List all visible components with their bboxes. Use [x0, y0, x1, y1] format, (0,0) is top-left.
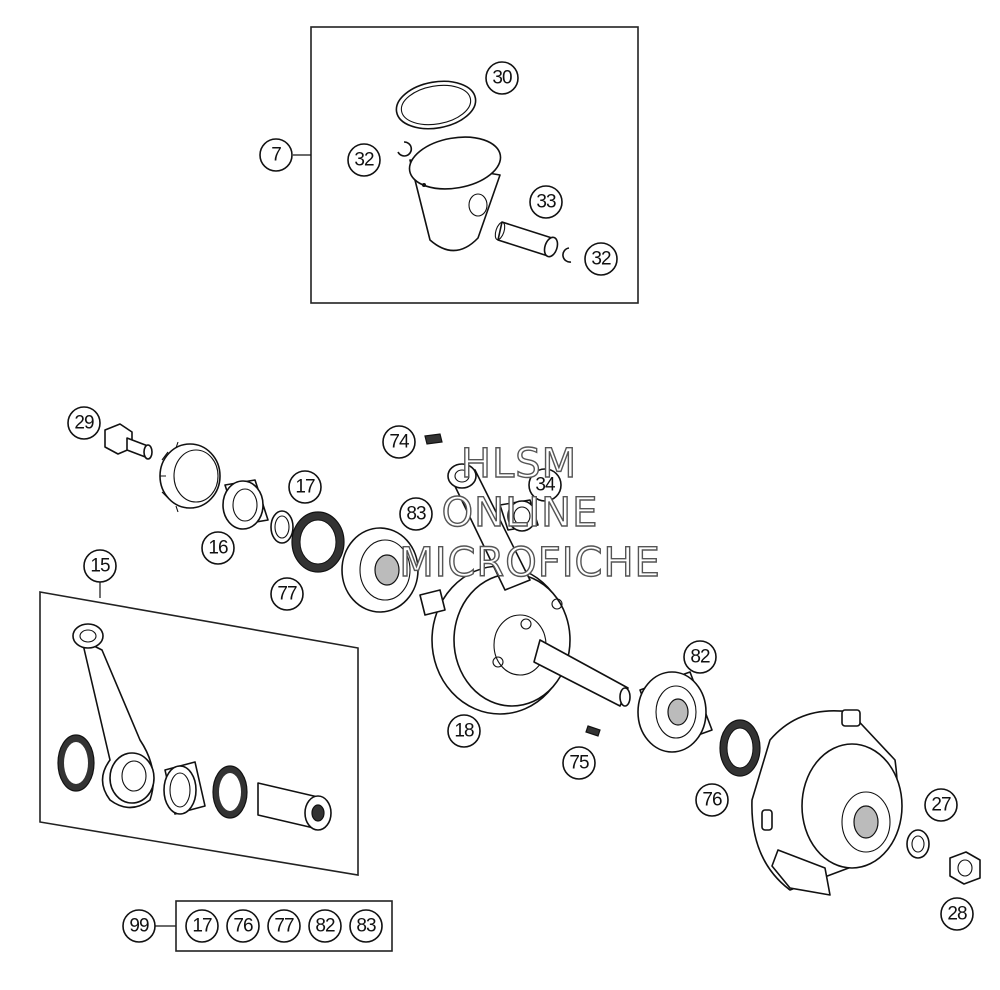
callout-74[interactable]: 74 — [382, 425, 416, 459]
svg-text:34: 34 — [535, 475, 556, 496]
svg-text:30: 30 — [492, 68, 512, 89]
shaft-seal-part — [291, 511, 345, 573]
svg-text:74: 74 — [389, 432, 410, 453]
callout-77[interactable]: 77 — [270, 577, 304, 611]
kit-item-82[interactable]: 82 — [308, 909, 342, 943]
o-ring-part — [270, 510, 294, 544]
callout-82[interactable]: 82 — [683, 640, 717, 674]
piston-part — [408, 136, 502, 252]
piston-kit-frame — [310, 26, 639, 304]
svg-text:18: 18 — [454, 721, 474, 742]
thrust-washer-part — [57, 734, 95, 792]
piston-pin-part — [494, 221, 559, 258]
callout-32b[interactable]: 32 — [584, 242, 618, 276]
callout-27[interactable]: 27 — [924, 788, 958, 822]
hex-nut-bolt-part — [104, 423, 153, 460]
shaft-seal-part — [719, 719, 761, 777]
bearing-ring-part — [222, 479, 269, 530]
kit-item-83[interactable]: 83 — [349, 909, 383, 943]
kit-frame — [175, 900, 393, 952]
callout-76[interactable]: 76 — [695, 783, 729, 817]
svg-text:76: 76 — [233, 916, 253, 937]
small-needle-bearing-part — [499, 499, 539, 532]
svg-text:77: 77 — [274, 916, 294, 937]
callout-18[interactable]: 18 — [447, 714, 481, 748]
callout-34[interactable]: 34 — [528, 468, 562, 502]
watermark: HLSM ONLINE MICROFICHE — [398, 440, 661, 586]
callout-15[interactable]: 15 — [83, 549, 117, 583]
svg-text:7: 7 — [271, 145, 281, 166]
svg-text:99: 99 — [129, 916, 149, 937]
key-part — [585, 725, 601, 737]
watermark-line1: HLSM — [461, 441, 577, 487]
svg-text:32: 32 — [591, 249, 611, 270]
svg-text:83: 83 — [406, 504, 426, 525]
conrod-kit-frame — [39, 591, 359, 876]
svg-text:28: 28 — [947, 904, 967, 925]
crankshaft-assembly-part — [419, 463, 631, 715]
kit-item-76[interactable]: 76 — [226, 909, 260, 943]
hex-nut-part — [949, 851, 981, 885]
callout-17[interactable]: 17 — [288, 470, 322, 504]
callout-33[interactable]: 33 — [529, 185, 563, 219]
callout-16[interactable]: 16 — [201, 531, 235, 565]
svg-text:15: 15 — [90, 556, 110, 577]
callout-75[interactable]: 75 — [562, 746, 596, 780]
svg-text:27: 27 — [931, 795, 951, 816]
svg-text:17: 17 — [192, 916, 212, 937]
thrust-washer-part — [212, 765, 248, 819]
callout-83[interactable]: 83 — [399, 497, 433, 531]
svg-text:16: 16 — [208, 538, 228, 559]
svg-text:76: 76 — [702, 790, 722, 811]
piston-ring-part — [395, 80, 477, 130]
needle-bearing-part — [163, 761, 206, 815]
kit-callout-99[interactable]: 99 — [122, 909, 156, 943]
svg-text:83: 83 — [356, 916, 376, 937]
svg-text:82: 82 — [315, 916, 335, 937]
svg-text:32: 32 — [354, 150, 374, 171]
svg-text:33: 33 — [536, 192, 556, 213]
svg-text:82: 82 — [690, 647, 710, 668]
watermark-line3: MICROFICHE — [399, 540, 661, 586]
main-bearing-part — [637, 671, 713, 753]
circlip-part — [562, 247, 572, 263]
circlip-part — [397, 141, 413, 157]
svg-text:29: 29 — [74, 413, 94, 434]
callout-7[interactable]: 7 — [259, 138, 293, 172]
main-bearing-part — [341, 527, 419, 613]
kit-item-17[interactable]: 17 — [185, 909, 219, 943]
callout-30[interactable]: 30 — [485, 61, 519, 95]
watermark-line2: ONLINE — [442, 490, 599, 536]
svg-text:77: 77 — [277, 584, 297, 605]
crank-pin-part — [257, 782, 332, 831]
ignition-cover-part — [751, 709, 903, 896]
washer-part — [906, 829, 930, 859]
svg-text:17: 17 — [295, 477, 315, 498]
callout-29[interactable]: 29 — [67, 406, 101, 440]
callout-28[interactable]: 28 — [940, 897, 974, 931]
woodruff-key-part — [424, 433, 443, 445]
kit-item-77[interactable]: 77 — [267, 909, 301, 943]
callout-32a[interactable]: 32 — [347, 143, 381, 177]
svg-text:75: 75 — [569, 753, 589, 774]
crankshaft-gear-part — [159, 441, 221, 513]
conrod-kit-part — [72, 623, 155, 809]
